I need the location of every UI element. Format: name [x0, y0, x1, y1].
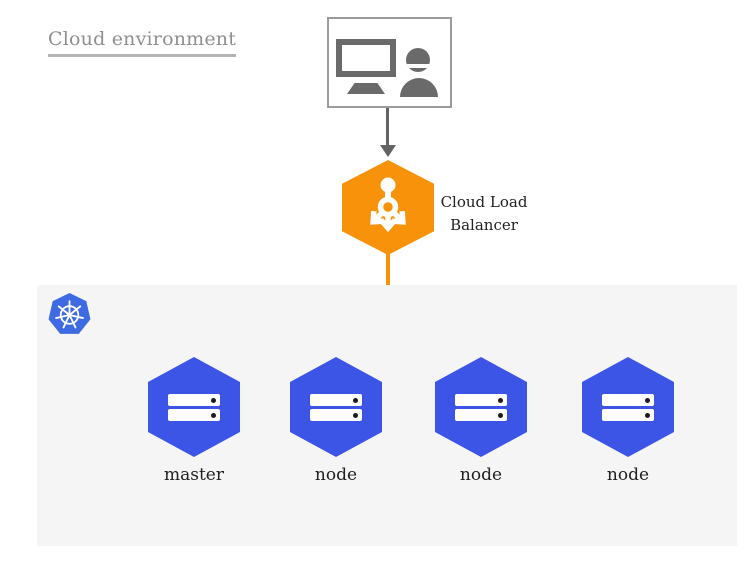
server-led-dot	[353, 412, 358, 418]
server-icon	[310, 394, 362, 424]
page-title: Cloud environment	[48, 28, 237, 57]
server-bar	[310, 394, 362, 406]
client-box	[327, 17, 452, 108]
cluster-node-node	[582, 357, 674, 457]
monitor-stand-icon	[347, 83, 385, 94]
server-icon	[602, 394, 654, 424]
cluster-node-node	[290, 357, 382, 457]
server-led-dot	[211, 412, 216, 418]
server-bar	[168, 394, 220, 406]
node-label: node	[606, 465, 650, 485]
load-balancer-label: Cloud Load Balancer	[440, 193, 528, 234]
client-to-lb-arrowhead-icon	[380, 145, 396, 157]
server-led-dot	[498, 412, 503, 418]
cluster-node-master	[148, 357, 240, 457]
server-led-dot	[211, 397, 216, 403]
server-bar	[455, 394, 507, 406]
server-led-dot	[645, 412, 650, 418]
node-label: master	[164, 465, 224, 485]
kubernetes-logo	[48, 293, 91, 334]
server-led-dot	[645, 397, 650, 403]
server-icon	[168, 394, 220, 424]
server-bar	[602, 394, 654, 406]
cluster-node-node	[435, 357, 527, 457]
cluster-panel: master node node node	[37, 285, 737, 546]
server-led-dot	[353, 397, 358, 403]
cloud-load-balancer-node	[342, 160, 434, 255]
person-shoulders-icon	[400, 78, 438, 97]
lb-trunk-line	[386, 253, 390, 309]
person-icon	[406, 48, 430, 72]
client-to-lb-arrow-line	[386, 108, 389, 146]
node-label: node	[459, 465, 503, 485]
server-icon	[455, 394, 507, 424]
node-label: node	[314, 465, 358, 485]
server-bar	[455, 409, 507, 421]
server-bar	[168, 409, 220, 421]
monitor-icon	[336, 39, 396, 77]
server-bar	[602, 409, 654, 421]
load-balancer-icon	[370, 177, 406, 233]
server-led-dot	[498, 397, 503, 403]
server-bar	[310, 409, 362, 421]
